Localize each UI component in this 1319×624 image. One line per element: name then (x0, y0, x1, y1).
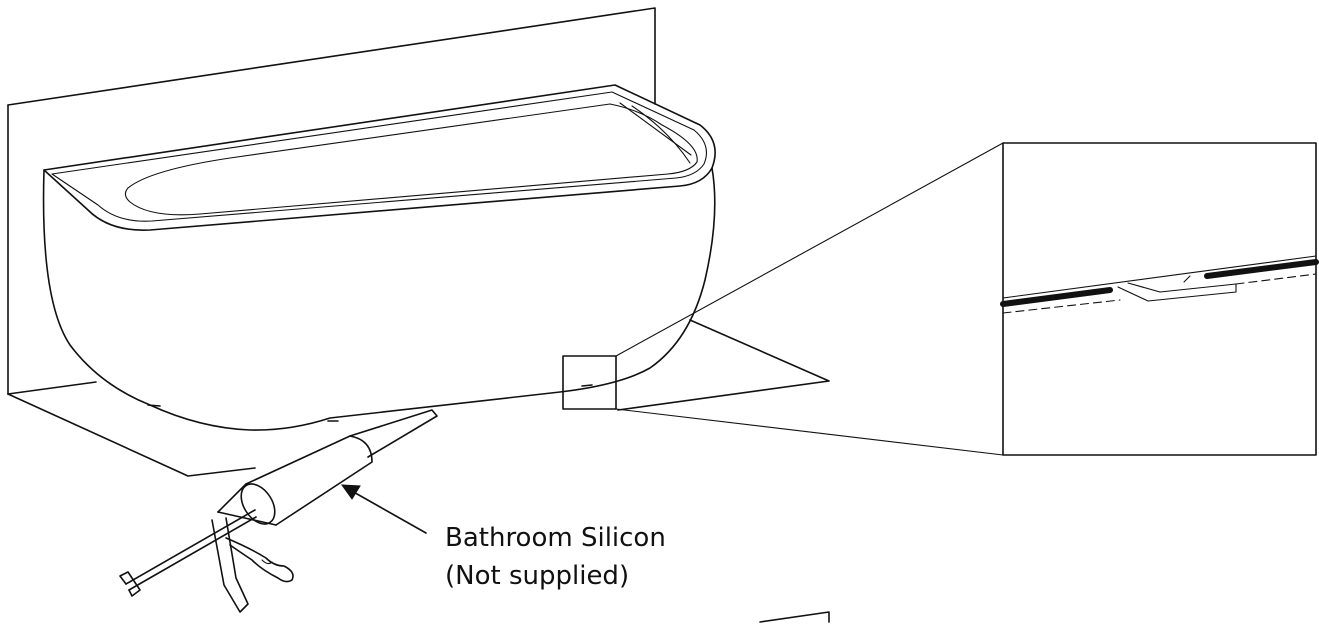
foot-bracket (1117, 282, 1237, 302)
callout-label-line1: Bathroom Silicon (445, 523, 666, 553)
fragment-line (759, 611, 830, 623)
detail-inset (1000, 142, 1319, 456)
bathtub (42, 84, 716, 431)
silicon-bead-left (1000, 287, 1113, 307)
floor-panel (7, 319, 830, 477)
callout-label-line2: (Not supplied) (445, 561, 629, 591)
silicon-bead-right (1204, 259, 1319, 279)
detail-highlight-box (562, 142, 1004, 456)
callout-arrow (340, 484, 427, 534)
floor-line (1002, 299, 1121, 314)
wall-panel (7, 7, 656, 395)
caulking-gun-icon (119, 409, 438, 613)
